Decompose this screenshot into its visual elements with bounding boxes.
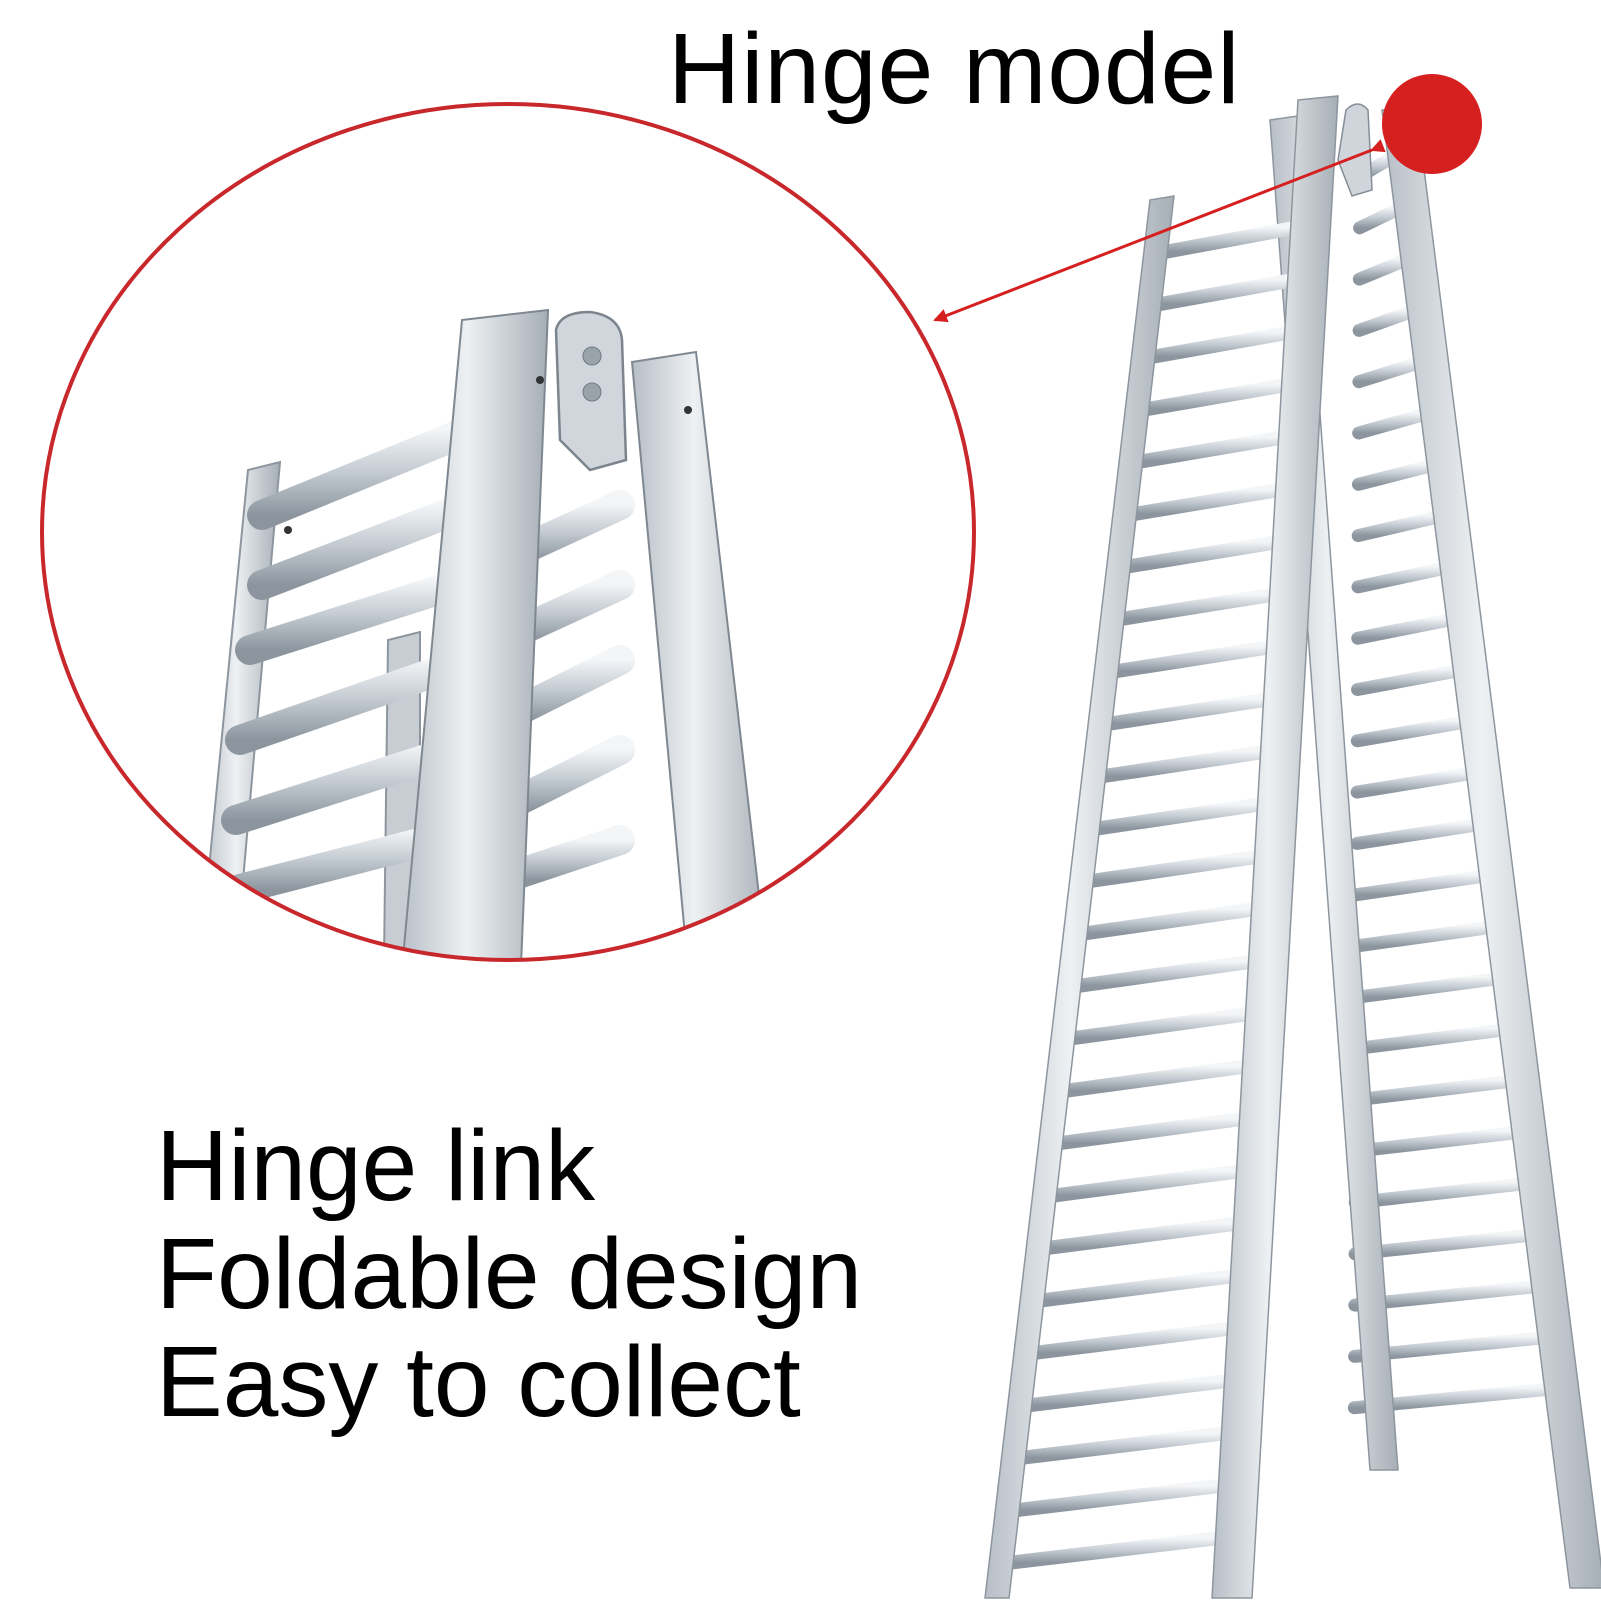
ladder-rung [1103, 692, 1274, 731]
ladder-rung [1122, 535, 1284, 574]
ladder-rung [1046, 1164, 1245, 1203]
ladder-rung [1084, 849, 1265, 888]
ladder-rung [1352, 303, 1422, 337]
ladder-rung [1134, 430, 1291, 469]
ladder-rung [1128, 482, 1287, 521]
ladder-rung [1009, 1479, 1225, 1518]
ladder-rung [1348, 1124, 1536, 1158]
double-arrow-icon [933, 139, 1386, 323]
ladder-rail [1211, 95, 1339, 1599]
ladder-rung [1109, 640, 1278, 679]
ladder-rung [1351, 611, 1465, 645]
feature-foldable-design: Foldable design [156, 1218, 863, 1330]
hinge-plate [1337, 103, 1373, 197]
ladder-rung [1147, 325, 1297, 364]
zoom-rung [247, 415, 485, 530]
folding-ladder-photo [984, 95, 1601, 1599]
ladder-rung [1352, 355, 1429, 389]
ladder-rung [1034, 1269, 1238, 1308]
ladder-rung [1348, 1227, 1551, 1261]
zoom-circle-outline [40, 102, 976, 962]
feature-list: Hinge link Foldable design Easy to colle… [156, 1112, 862, 1436]
ladder-rung [1350, 816, 1494, 850]
ladder-rung [1090, 797, 1268, 836]
hinge-bolt [582, 346, 602, 366]
ladder-rung [1153, 273, 1301, 312]
ladder-rung [1351, 560, 1458, 594]
ladder-rung [1065, 1007, 1255, 1046]
ladder-rung [1350, 868, 1501, 902]
ladder-rung [1349, 970, 1515, 1004]
ladder-rung [1159, 220, 1304, 259]
rivet-hole [284, 526, 292, 534]
ladder-rung [1140, 377, 1294, 416]
ladder-rung [1349, 919, 1508, 953]
ladder-rung [1351, 663, 1472, 696]
ladder-rung [1349, 1073, 1529, 1107]
ladder-rung [1028, 1321, 1235, 1360]
ladder-rung [1097, 745, 1271, 783]
zoom-rail [398, 308, 550, 960]
zoom-rail [630, 350, 772, 960]
zoom-rung [247, 490, 485, 600]
rivet-hole [536, 376, 544, 384]
ladder-rung [1349, 1022, 1522, 1056]
ladder-rung [1059, 1059, 1251, 1098]
rivet-hole [684, 406, 692, 414]
feature-hinge-link: Hinge link [156, 1110, 596, 1222]
ladder-rung [1078, 902, 1261, 941]
ladder-rung [1350, 714, 1479, 748]
ladder-rail [1381, 105, 1601, 1589]
ladder-rung [1021, 1374, 1232, 1413]
ladder-rung [1071, 954, 1258, 993]
ladder-rung [1115, 587, 1281, 626]
ladder-rung [1053, 1112, 1248, 1151]
hinge-zoom-detail [42, 104, 974, 960]
hinge-model-heading: Hinge model [668, 13, 1241, 125]
ladder-rung [1350, 765, 1486, 799]
hinge-bolt [582, 382, 602, 402]
ladder-rung [1040, 1216, 1242, 1255]
ladder-rung [1352, 406, 1436, 440]
ladder-rung [1002, 1531, 1222, 1570]
zoom-rung [235, 565, 485, 665]
ladder-rung [1348, 1278, 1558, 1312]
ladder-rung [1348, 1176, 1544, 1209]
ladder-rung [1015, 1426, 1229, 1465]
ladder-rung [1351, 457, 1444, 491]
ladder-rung [1351, 509, 1451, 543]
red-dot-marker-icon [1382, 74, 1482, 174]
feature-easy-to-collect: Easy to collect [156, 1326, 801, 1438]
